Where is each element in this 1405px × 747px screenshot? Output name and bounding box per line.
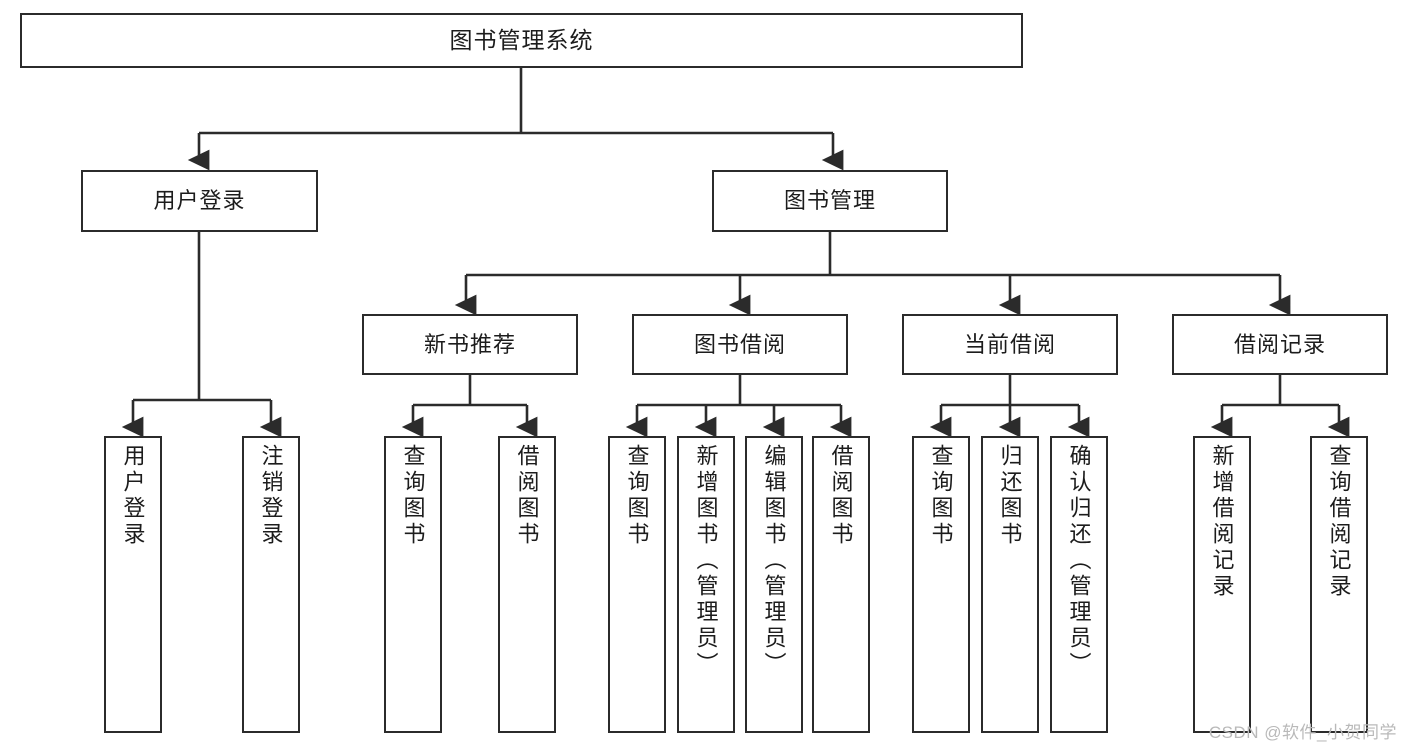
node-label: 查询借阅记录 xyxy=(1326,444,1352,600)
node-user-login[interactable]: 用户登录 xyxy=(81,170,318,232)
leaf-borrow-add-book-admin[interactable]: 新增图书（管理员） xyxy=(677,436,735,733)
node-root-system[interactable]: 图书管理系统 xyxy=(20,13,1023,68)
node-label: 新增图书（管理员） xyxy=(693,444,719,678)
node-label: 查询图书 xyxy=(928,444,954,548)
node-label: 确认归还（管理员） xyxy=(1066,444,1092,678)
node-label: 新增借阅记录 xyxy=(1209,444,1235,600)
leaf-records-query-record[interactable]: 查询借阅记录 xyxy=(1310,436,1368,733)
node-label: 图书借阅 xyxy=(693,331,786,357)
node-book-management[interactable]: 图书管理 xyxy=(712,170,948,232)
leaf-borrow-query-book[interactable]: 查询图书 xyxy=(608,436,666,733)
leaf-borrow-edit-book-admin[interactable]: 编辑图书（管理员） xyxy=(745,436,803,733)
leaf-user-logout[interactable]: 注销登录 xyxy=(242,436,300,733)
node-label: 当前借阅 xyxy=(963,331,1056,357)
leaf-borrow-borrow-book[interactable]: 借阅图书 xyxy=(812,436,870,733)
node-label: 编辑图书（管理员） xyxy=(761,444,787,678)
node-label: 用户登录 xyxy=(120,444,146,548)
node-label: 注销登录 xyxy=(258,444,284,548)
node-label: 查询图书 xyxy=(624,444,650,548)
leaf-current-query-book[interactable]: 查询图书 xyxy=(912,436,970,733)
leaf-records-add-record[interactable]: 新增借阅记录 xyxy=(1193,436,1251,733)
node-borrow-records[interactable]: 借阅记录 xyxy=(1172,314,1388,375)
node-book-borrow[interactable]: 图书借阅 xyxy=(632,314,848,375)
leaf-current-return-book[interactable]: 归还图书 xyxy=(981,436,1039,733)
node-current-borrow[interactable]: 当前借阅 xyxy=(902,314,1118,375)
node-label: 借阅图书 xyxy=(828,444,854,548)
node-label: 图书管理 xyxy=(783,188,876,214)
leaf-user-login[interactable]: 用户登录 xyxy=(104,436,162,733)
node-label: 用户登录 xyxy=(153,188,246,214)
node-label: 借阅记录 xyxy=(1233,331,1326,357)
node-label: 借阅图书 xyxy=(514,444,540,548)
node-label: 查询图书 xyxy=(400,444,426,548)
node-new-book-recommend[interactable]: 新书推荐 xyxy=(362,314,578,375)
leaf-current-confirm-return-admin[interactable]: 确认归还（管理员） xyxy=(1050,436,1108,733)
leaf-recommend-borrow-book[interactable]: 借阅图书 xyxy=(498,436,556,733)
node-label: 新书推荐 xyxy=(423,331,516,357)
leaf-recommend-query-book[interactable]: 查询图书 xyxy=(384,436,442,733)
node-label: 归还图书 xyxy=(997,444,1023,548)
node-label: 图书管理系统 xyxy=(449,27,594,54)
